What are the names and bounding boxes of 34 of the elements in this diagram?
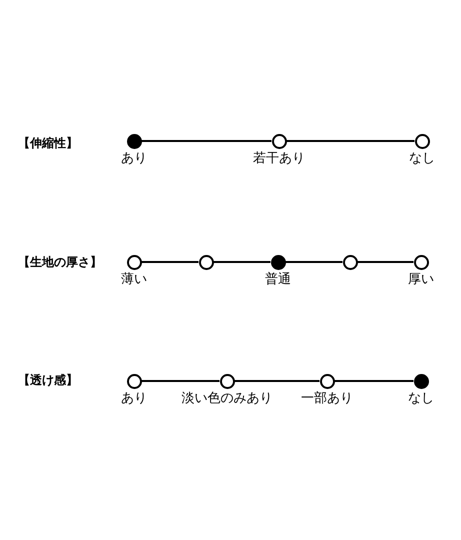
unselected-dot-icon: [126, 372, 142, 390]
connector-line: [334, 380, 414, 382]
scale-label: なし: [408, 391, 434, 407]
scale-label: あり: [121, 391, 147, 407]
unselected-dot-icon: [414, 132, 430, 150]
scale-label: 若干あり: [253, 151, 305, 167]
unselected-dot-icon: [270, 132, 288, 150]
connector-line: [214, 261, 270, 263]
unselected-dot-icon: [412, 254, 430, 270]
connector-line: [142, 261, 198, 263]
scale-label: あり: [121, 151, 147, 167]
scale-label: 薄い: [121, 272, 147, 288]
unselected-dot-icon: [218, 372, 236, 390]
selected-dot-icon: [126, 132, 142, 150]
row-heading: 【伸縮性】: [18, 135, 78, 151]
connector-line: [286, 140, 414, 142]
connector-line: [142, 140, 272, 142]
connector-line: [286, 261, 342, 263]
unselected-dot-icon: [318, 372, 336, 390]
selected-dot-icon: [270, 254, 286, 270]
row-heading: 【透け感】: [18, 372, 78, 388]
scale-label: 淡い色のみあり: [182, 391, 272, 407]
scale-label: 一部あり: [301, 391, 353, 407]
unselected-dot-icon: [126, 254, 142, 270]
connector-line: [142, 380, 220, 382]
row-heading: 【生地の厚さ】: [18, 254, 102, 270]
unselected-dot-icon: [198, 254, 214, 270]
selected-dot-icon: [412, 372, 430, 390]
connector-line: [358, 261, 414, 263]
connector-line: [234, 380, 320, 382]
scale-label: 厚い: [408, 272, 434, 288]
scale-label: なし: [409, 151, 435, 167]
scale-label: 普通: [265, 272, 291, 288]
unselected-dot-icon: [342, 254, 358, 270]
